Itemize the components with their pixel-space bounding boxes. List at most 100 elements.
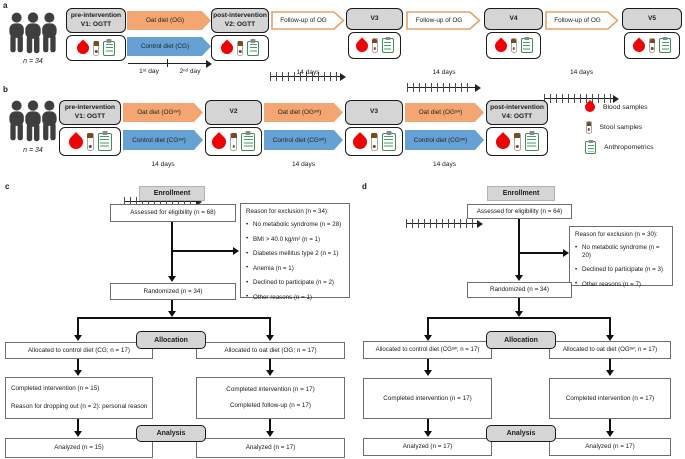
legend-stool: Stool samples	[586, 121, 642, 134]
timeline-a-period2	[407, 82, 481, 93]
legend-blood: Blood samples	[582, 99, 648, 115]
visit-box-a-v2: post-intervention V2: OGTT	[211, 8, 269, 33]
visit-box-b-v2: V2	[205, 100, 262, 125]
visit-b-v3-label: V3	[369, 108, 379, 116]
connector-line	[269, 359, 271, 371]
assessed-box-d: Assessed for eligibility (n = 64)	[467, 204, 572, 219]
arrowhead	[514, 275, 523, 281]
exclusion-item: No metabolic syndrome (n = 20)	[575, 244, 668, 259]
exclusion-box-d: Reason for exclusion (n = 30): No metabo…	[569, 226, 673, 288]
oat-diet-arrow: Oat diet (OG)	[127, 11, 211, 30]
arrowhead	[73, 370, 82, 376]
connector-line	[427, 317, 429, 335]
samples-box-a-v3	[348, 32, 401, 59]
connector-line	[171, 300, 173, 313]
visit-a-v4-label: V4	[509, 14, 518, 22]
visit-a-v1-line1: pre-intervention	[70, 11, 122, 19]
exclusion-title-c: Reason for exclusion (n = 34):	[246, 208, 329, 215]
timeline-b-period3-label: 14 days	[432, 161, 457, 168]
completed-oat-box-d: Completed intervention (n = 17)	[549, 378, 671, 419]
arrowhead	[423, 431, 432, 437]
blood-drop-icon	[582, 99, 598, 115]
samples-box-a-v2	[211, 35, 269, 61]
arrowhead	[73, 431, 82, 437]
exclusion-item: Anemia (n = 1)	[246, 264, 345, 272]
participants-group-icon	[9, 12, 57, 54]
visit-box-a-v4: V4	[484, 8, 543, 30]
followup-arrow-1-label: Follow-up of OG	[280, 17, 327, 24]
anthropometrics-icon	[103, 40, 115, 56]
blood-drop-icon	[492, 131, 513, 152]
connector-line	[77, 419, 79, 431]
samples-box-b-v3	[345, 127, 403, 156]
control-diet-arrow: Control diet (CGˢʷ)	[264, 130, 343, 150]
visit-b-v1-line1: pre-intervention	[64, 103, 116, 111]
visit-box-b-v3: V3	[345, 100, 403, 125]
control-diet-arrow: Control diet (CGˢʷ)	[405, 130, 484, 150]
alloc-control-box-c: Allocated to control diet (CG; n = 17)	[5, 342, 153, 359]
panel-b-label: b	[3, 85, 8, 94]
timeline-a-period1	[270, 71, 346, 82]
connector-line	[77, 359, 79, 371]
stool-tube-icon	[371, 38, 378, 53]
dropout-reason-line: Reason for dropping out (n = 2): persona…	[11, 403, 148, 410]
visit-b-v4-line2: V4: OGTT	[501, 112, 533, 120]
oat-diet-arrow: Oat diet (OGˢʷ)	[405, 103, 484, 122]
visit-a-v5-label: V5	[647, 14, 657, 22]
completed-followup-line: Completed follow-up (n = 17)	[229, 402, 312, 409]
blood-drop-icon	[65, 131, 86, 152]
arrowhead	[265, 431, 274, 437]
samples-box-b-v4	[486, 127, 548, 156]
visit-box-b-v1: pre-intervention V1: OGTT	[59, 100, 121, 125]
analyzed-oat-box-c: Analyzed (n = 17)	[196, 438, 345, 458]
completed-control-box-d: Completed intervention (n = 17)	[363, 378, 492, 419]
connector-line	[427, 317, 611, 319]
phase-analysis-d: Analysis	[486, 425, 556, 442]
arrowhead	[423, 335, 432, 341]
panel-b-sample-size: n = 34	[23, 147, 43, 154]
connector-line	[519, 252, 563, 254]
analyzed-control-box-d: Analyzed (n = 17)	[363, 438, 492, 456]
timeline-b-period2-label: 14 days	[291, 161, 316, 168]
phase-enrollment-c: Enrollment	[139, 186, 205, 201]
arrowhead	[514, 311, 523, 317]
stool-tube-icon	[586, 121, 592, 134]
connector-line	[171, 222, 173, 277]
blood-drop-icon	[630, 37, 648, 54]
connector-line	[269, 419, 271, 431]
followup-arrow-1: Follow-up of OG	[271, 11, 345, 30]
exclusion-item: No metabolic syndrome (n = 28)	[246, 221, 345, 229]
connector-line	[518, 298, 520, 313]
connector-line	[427, 419, 429, 431]
exclusion-item: Diabetes mellitus type 2 (n = 1)	[246, 250, 345, 258]
blood-drop-icon	[492, 37, 509, 54]
arrowhead	[423, 370, 432, 376]
samples-box-a-v1	[66, 35, 126, 61]
visit-box-a-v1: pre-intervention V1: OGTT	[66, 8, 126, 33]
blood-drop-icon	[209, 131, 229, 152]
phase-allocation-d: Allocation	[486, 331, 556, 349]
completed-control-line: Completed intervention (n = 15)	[11, 385, 100, 393]
connector-line	[609, 359, 611, 371]
connector-line	[172, 250, 233, 252]
arrowhead	[605, 431, 614, 437]
participants-group-icon	[9, 100, 57, 142]
stool-tube-icon	[230, 132, 237, 151]
assessed-box-c: Assessed for eligibility (n = 68)	[110, 204, 236, 222]
exclusion-title-d: Reason for exclusion (n = 30):	[575, 231, 658, 238]
timeline-b-period3	[406, 218, 483, 229]
exclusion-item: Declined to participate (n = 3)	[575, 266, 668, 274]
anthropometrics-icon	[97, 132, 112, 151]
visit-box-a-v3: V3	[346, 8, 403, 30]
oat-diet-arrow: Oat diet (OGˢʷ)	[264, 103, 343, 122]
arrowhead	[605, 370, 614, 376]
analyzed-oat-box-d: Analyzed (n = 17)	[549, 438, 671, 456]
stool-tube-icon	[237, 40, 243, 56]
arrowhead	[167, 276, 176, 282]
arrowhead	[265, 370, 274, 376]
blood-drop-icon	[349, 131, 370, 152]
anthropometrics-icon	[659, 38, 671, 53]
timeline-a-period3-label: 14 days	[569, 69, 594, 76]
alloc-oat-box-d: Allocated to oat diet (OGˢʷ; n = 17)	[549, 341, 671, 359]
